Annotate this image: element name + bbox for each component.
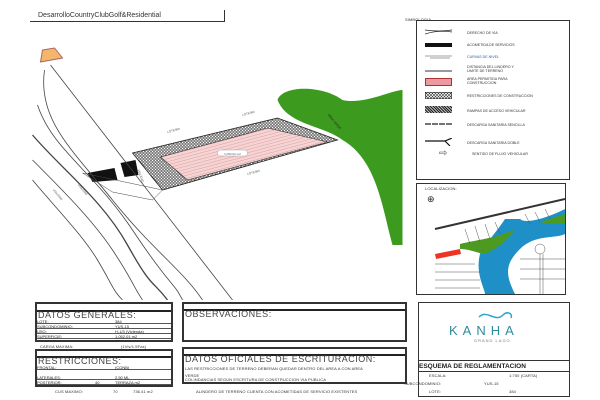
restrictions-box: RESTRICCIONES: FRONTAL:(CONB) LATERALES:…	[35, 349, 173, 387]
observations-box: OBSERVACIONES:	[182, 302, 407, 342]
location-box: LOCALIZACION: ⊕	[416, 183, 566, 295]
general-data-box: DATOS GENERALES: LOTE:384 SUBCONDOMINIO:…	[35, 302, 173, 342]
svg-text:LOTE382: LOTE382	[242, 110, 256, 117]
service-connection	[120, 160, 139, 177]
vehicle-ramp-swatch	[425, 106, 452, 113]
official-data-box: DATOS OFICIALES DE ESCRITURACION: LAS RE…	[182, 347, 407, 384]
single-discharge-icon	[425, 123, 452, 125]
svg-text:1,052.01 m2: 1,052.01 m2	[224, 152, 241, 156]
right-of-way-icon	[425, 29, 452, 35]
location-map	[434, 198, 565, 294]
svg-text:LOTE380: LOTE380	[167, 127, 181, 134]
svg-text:VIALIDAD: VIALIDAD	[77, 183, 89, 197]
service-connection-icon	[425, 43, 452, 47]
brand-logo: KANHA	[449, 323, 519, 338]
wave-logo-icon	[478, 312, 513, 319]
scheme-title: ESQUEMA DE REGLAMENTACION	[419, 363, 526, 370]
north-arrow-icon: ⊕	[427, 194, 435, 204]
legend-title: SIMBOLOGIA	[405, 17, 432, 22]
title-box	[30, 10, 225, 22]
contour-line-icon	[425, 55, 452, 59]
flow-arrow-icon: ⇨	[439, 148, 448, 159]
site-plan-map: 1,052.01 m2 LOTE380 LOTE382 LOTE383 ÁREA…	[32, 47, 403, 300]
svg-text:VIALIDAD: VIALIDAD	[137, 169, 146, 184]
restriction-swatch	[425, 92, 452, 99]
green-area	[277, 88, 403, 245]
legend-box: DERECHO DE VIA ACOMETIDA DE SERVICIOS CU…	[416, 20, 570, 180]
brand-box: KANHA GRAND LAGO ESQUEMA DE REGLAMENTACI…	[404, 302, 570, 397]
boundary-distance-icon	[425, 70, 452, 72]
svg-text:LOTE383: LOTE383	[247, 169, 261, 176]
adjacent-lot	[39, 47, 64, 63]
double-discharge-icon	[425, 138, 452, 146]
page-title: DesarrolloCountryClubGolf&Residential	[38, 12, 161, 19]
buildable-area-swatch	[425, 78, 452, 86]
